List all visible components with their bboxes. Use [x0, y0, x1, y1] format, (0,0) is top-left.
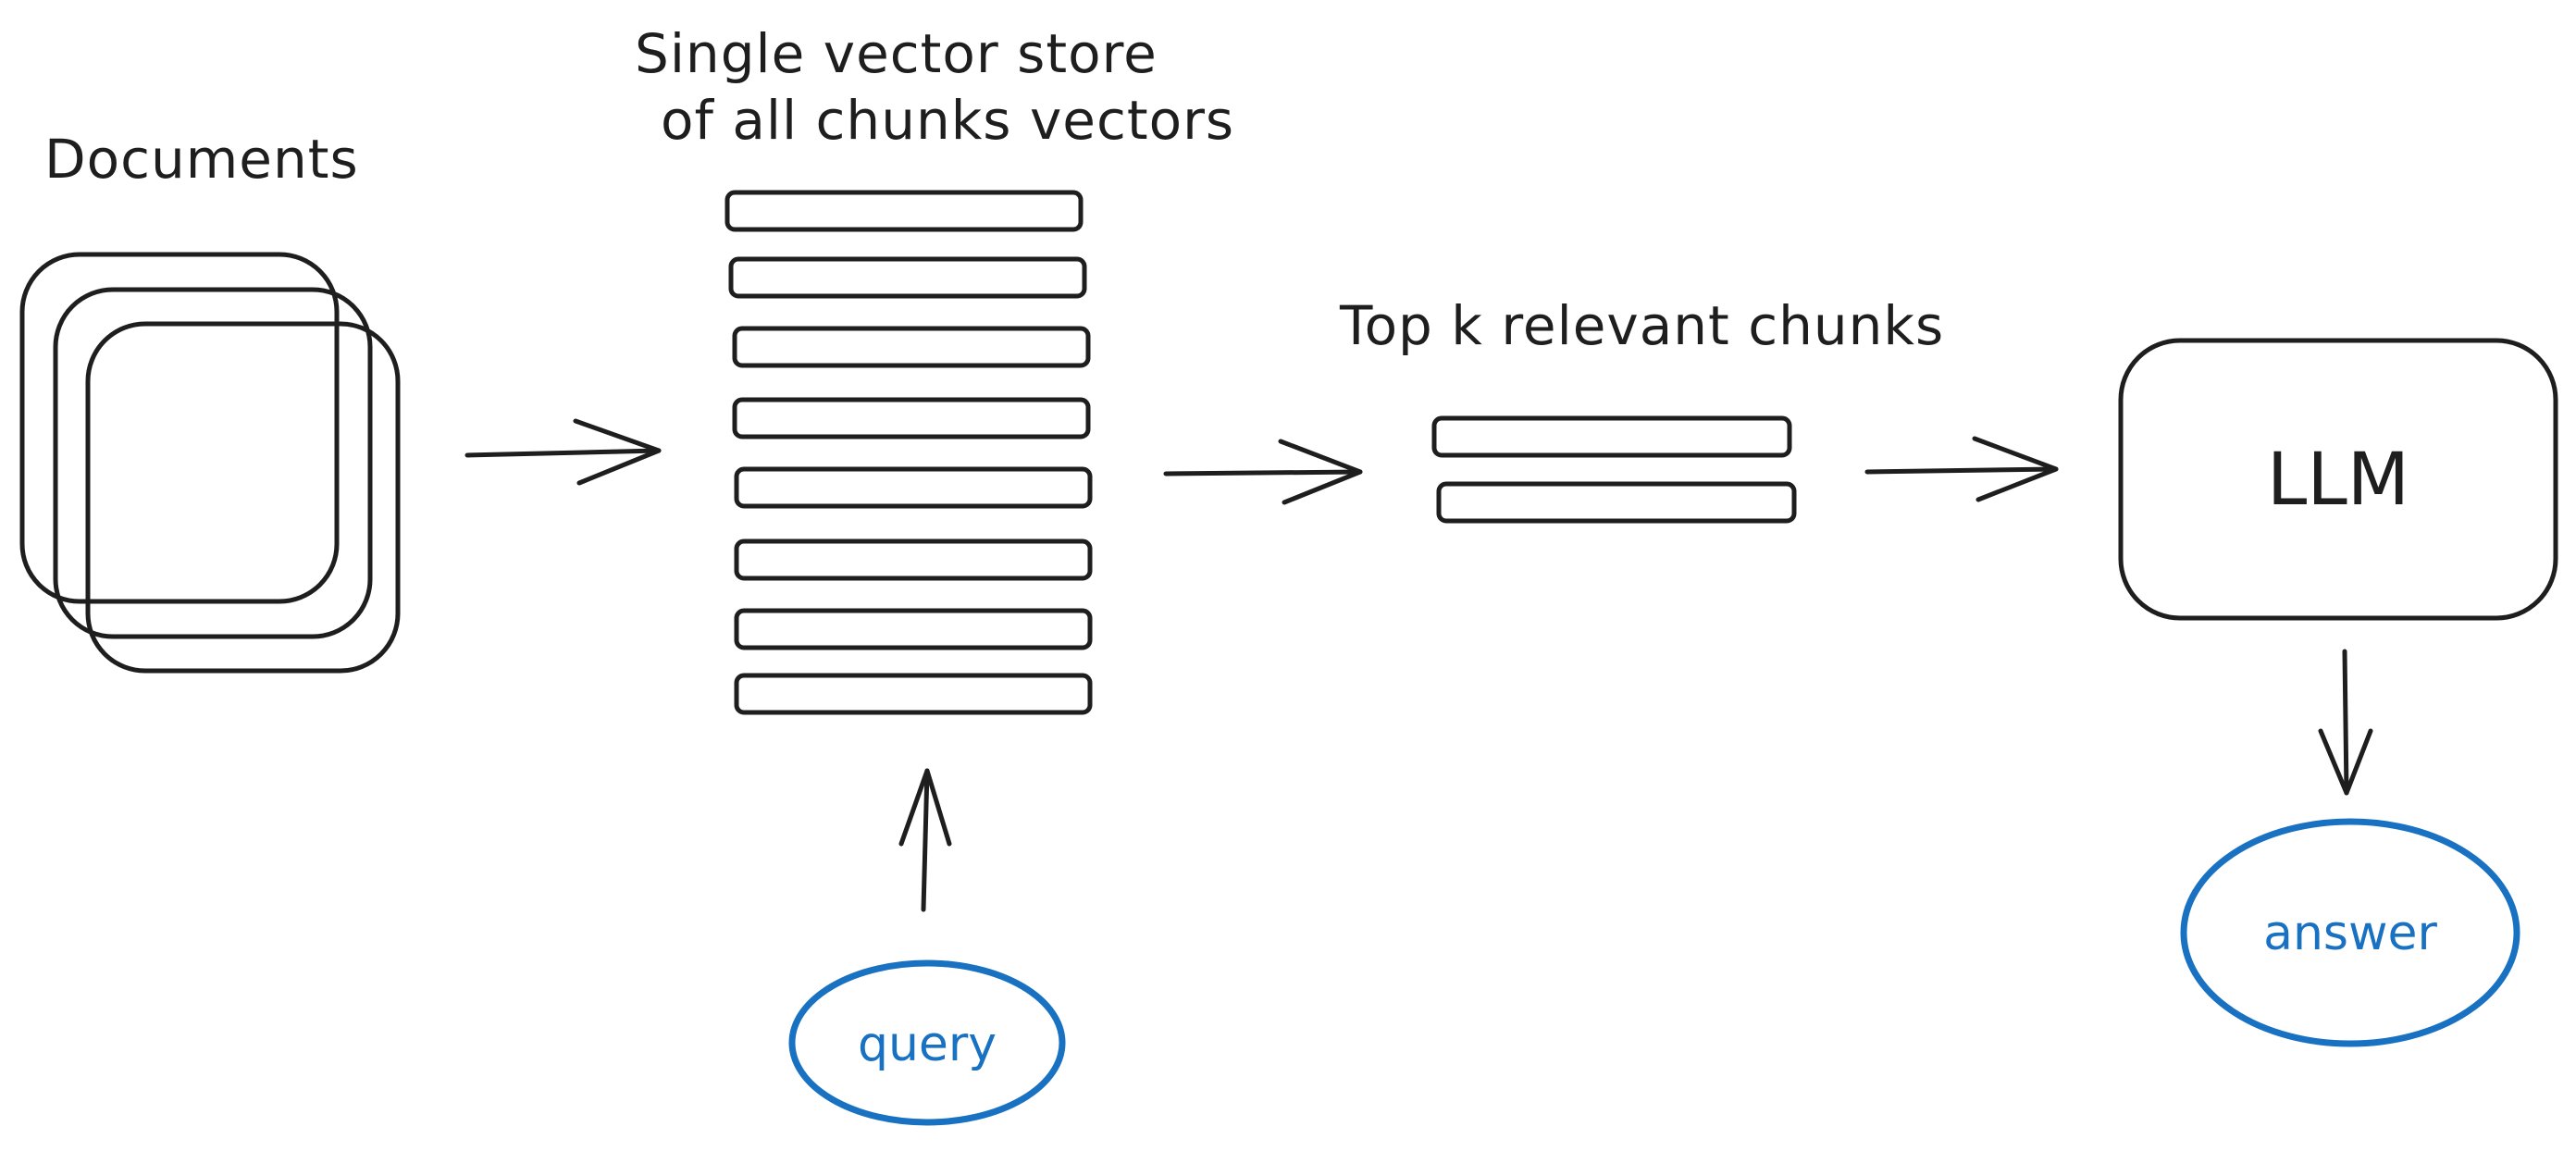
chunk-vector — [734, 466, 1093, 509]
documents-label: Documents — [44, 128, 359, 191]
top-k-chunk — [1431, 415, 1792, 458]
answer-ellipse — [2180, 818, 2520, 1047]
documents-group: Documents — [19, 128, 401, 674]
chunk-vector — [728, 256, 1087, 299]
chunk-vector — [734, 608, 1093, 650]
top-k-chunk — [1436, 481, 1797, 524]
arrow-llm-to-answer — [2318, 649, 2373, 796]
vector-store-group: Single vector store of all chunks vector… — [635, 22, 1234, 715]
arrow-documents-to-store — [464, 418, 662, 486]
llm-box — [2118, 338, 2558, 621]
answer-label: answer — [2263, 906, 2437, 961]
query-node: query — [788, 959, 1066, 1126]
arrow-store-to-topk — [1163, 439, 1363, 505]
query-label: query — [858, 1017, 997, 1072]
answer-node: answer — [2180, 818, 2520, 1047]
llm-label: LLM — [2267, 439, 2409, 522]
top-k-label: Top k relevant chunks — [1339, 294, 1944, 357]
chunk-vector — [732, 397, 1091, 439]
document-card-3 — [85, 321, 401, 674]
vector-store-label-line1: Single vector store — [635, 22, 1158, 85]
vector-store-label-line2: of all chunks vectors — [661, 89, 1234, 152]
arrow-topk-to-llm — [1864, 436, 2059, 502]
document-card-1 — [19, 252, 340, 604]
vector-store-chunks — [724, 190, 1093, 715]
arrow-query-to-store — [898, 768, 952, 912]
chunk-vector — [732, 326, 1091, 368]
chunk-vector — [734, 538, 1093, 581]
chunk-vector — [734, 673, 1093, 715]
query-ellipse — [788, 959, 1066, 1126]
document-card-2 — [53, 287, 373, 639]
chunk-vector — [724, 190, 1084, 232]
top-k-group: Top k relevant chunks — [1339, 294, 1944, 524]
llm-node: LLM — [2118, 338, 2558, 621]
